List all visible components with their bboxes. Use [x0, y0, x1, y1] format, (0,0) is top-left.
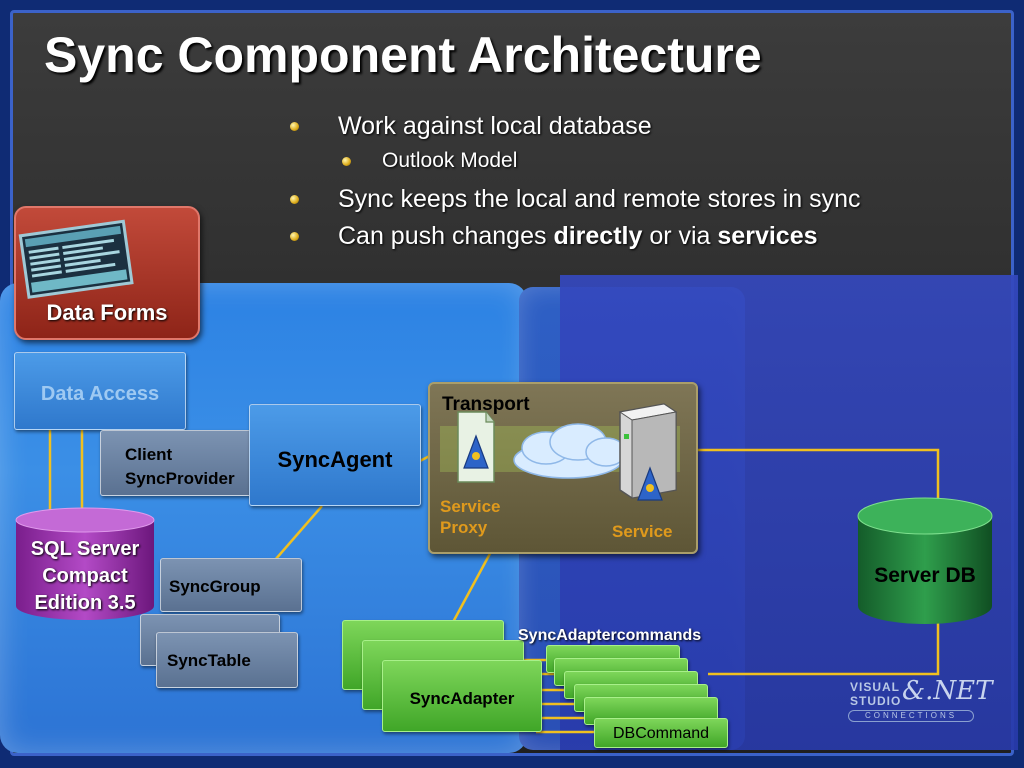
bullet-bold-services: services [717, 222, 818, 250]
bullet-text-prefix: Can push changes [338, 222, 554, 250]
data-access-box: Data Access [14, 352, 186, 430]
sync-agent-label: SyncAgent [277, 447, 393, 472]
connector-line [696, 448, 940, 510]
cloud-icon [513, 423, 627, 479]
data-access-label: Data Access [40, 383, 160, 405]
bullet-text-middle: or via [642, 222, 718, 250]
db-command-label: DBCommand [612, 725, 710, 742]
sql-server-label-line3: Edition 3.5 [34, 592, 136, 614]
bullet-item: Work against local database [290, 112, 970, 141]
sync-adapter-commands-label: SyncAdaptercommands [518, 627, 702, 644]
sql-server-compact-cylinder [15, 507, 155, 620]
bullet-dot-icon [290, 232, 299, 241]
connector-line [274, 505, 323, 561]
sync-table-box: SyncTable [156, 632, 298, 688]
sql-server-label-line2: Compact [42, 565, 128, 587]
data-forms-box: Data Forms [14, 206, 200, 340]
service-proxy-label: Service Proxy [440, 496, 501, 538]
service-proxy-label-line1: Service [440, 497, 501, 516]
bullet-list: Work against local database Outlook Mode… [290, 112, 970, 259]
bullet-item: Sync keeps the local and remote stores i… [290, 185, 970, 214]
connector-line [708, 610, 940, 676]
logo-line2: STUDIO [850, 694, 902, 708]
transport-box: Transport Service Proxy Servic [428, 382, 698, 554]
db-command-box-front: DBCommand [594, 718, 728, 748]
logo-line1: VISUAL [850, 680, 901, 694]
server-db-label: Server DB [874, 564, 976, 587]
server-icon [618, 403, 678, 501]
sync-agent-box: SyncAgent [249, 404, 421, 506]
sync-table-label: SyncTable [167, 651, 251, 670]
document-icon [457, 411, 495, 483]
bullet-dot-icon [290, 122, 299, 131]
bullet-text: Work against local database [338, 112, 652, 140]
logo-mark: &.NET [902, 676, 993, 706]
client-provider-label-line1: Client [125, 445, 173, 464]
bullet-item: Can push changes directly or via service… [290, 222, 970, 251]
screen-window-icon [18, 219, 134, 299]
data-forms-label: Data Forms [46, 300, 168, 325]
sync-adapter-box: SyncAdapter [382, 660, 542, 732]
client-provider-label-line2: SyncProvider [125, 469, 235, 488]
bullet-text: Outlook Model [382, 149, 518, 172]
service-label: Service [612, 522, 673, 541]
slide-title: Sync Component Architecture [44, 27, 762, 83]
transport-illustration [440, 403, 680, 501]
logo-line3: CONNECTIONS [864, 711, 958, 720]
bullet-bold-directly: directly [553, 222, 643, 250]
sync-adapter-label: SyncAdapter [409, 689, 515, 708]
sql-server-label-line1: SQL Server [30, 538, 140, 560]
service-proxy-label-line2: Proxy [440, 518, 488, 537]
sub-bullet-item: Outlook Model [290, 149, 970, 173]
bullet-dot-icon [290, 195, 299, 204]
sync-group-box: SyncGroup [160, 558, 302, 612]
sql-server-label: SQL Server Compact Edition 3.5 [14, 536, 156, 617]
server-db-cylinder [857, 497, 993, 624]
bullet-text: Sync keeps the local and remote stores i… [338, 185, 861, 213]
visual-studio-connections-logo: VISUAL STUDIO &.NET CONNECTIONS [848, 676, 992, 726]
bullet-dot-icon [342, 157, 351, 166]
transport-label: Transport [442, 394, 530, 415]
client-sync-provider-box: Client SyncProvider [100, 430, 252, 496]
logo-band: CONNECTIONS [848, 710, 974, 722]
sync-group-label: SyncGroup [169, 577, 261, 596]
